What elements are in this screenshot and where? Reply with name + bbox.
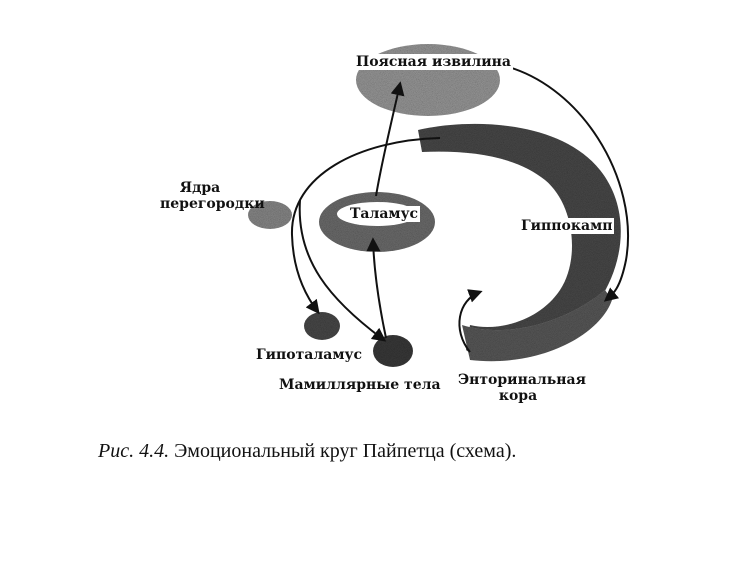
hypothalamus-label: Гипоталамус [256, 347, 362, 363]
cingulate-gyrus-label: Поясная извилина [354, 54, 513, 70]
entorhinal-label-line1: Энторинальная [458, 372, 586, 388]
septal-nuclei-label-line2: перегородки [160, 196, 265, 212]
entorhinal-band-shape [462, 290, 612, 362]
hippocampus-shape [418, 123, 621, 358]
figure-caption-text: Эмоциональный круг Пайпетца (схема). [174, 440, 517, 462]
hippocampus-label: Гиппокамп [519, 218, 615, 234]
fornix-to-hypothalamus-arrow [290, 137, 441, 315]
mamillary-bodies-label: Мамиллярные тела [279, 377, 441, 393]
mamillary-to-thalamus-arrow [366, 237, 387, 339]
fornix-to-mamillary-arrow [298, 199, 387, 342]
figure-caption: Рис. 4.4. Эмоциональный круг Пайпетца (с… [98, 440, 516, 463]
hypothalamus-shape [304, 312, 340, 340]
thalamus-to-cingulate-arrow [375, 81, 405, 197]
septal-nuclei-label: Ядра перегородки [160, 180, 265, 212]
entorhinal-cortex-label: Энторинальная кора [458, 372, 586, 404]
mamillary-bodies-shape [373, 335, 413, 367]
figure-number: Рис. 4.4. [98, 440, 170, 462]
cingulate-to-entorhinal-arrow [495, 63, 629, 302]
entorhinal-label-line2: кора [498, 388, 538, 404]
entorhinal-to-hippocampus-arrow [458, 289, 483, 353]
thalamus-label: Таламус [348, 206, 421, 222]
septal-nuclei-label-line1: Ядра [179, 180, 221, 196]
septal-nuclei-shape [248, 201, 292, 229]
